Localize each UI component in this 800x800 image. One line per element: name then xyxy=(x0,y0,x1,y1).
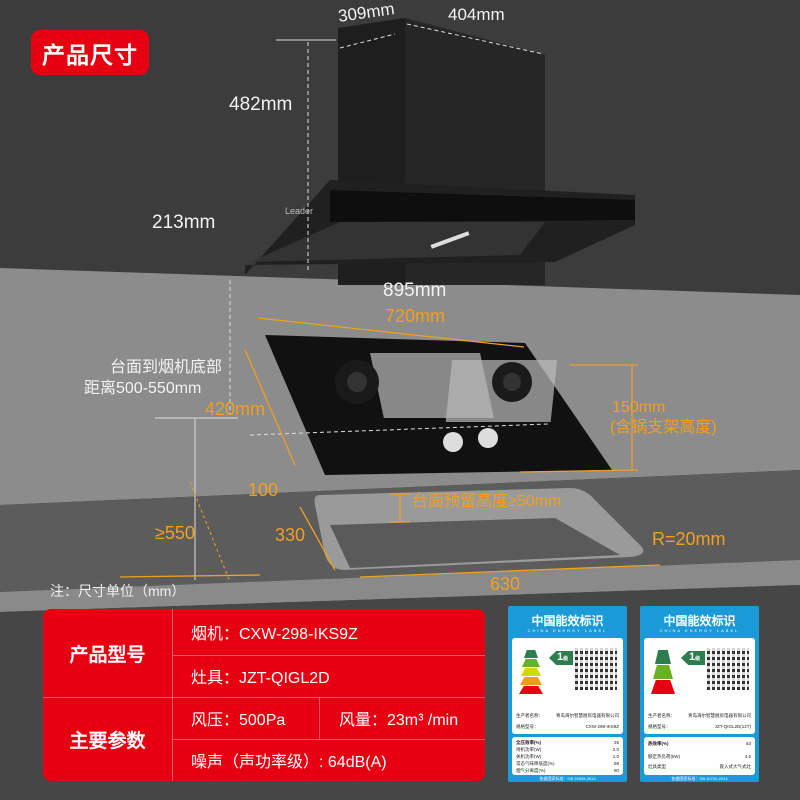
energy-label-title: 中国能效标识 xyxy=(663,614,736,628)
stove-width-label: 720mm xyxy=(385,306,446,326)
energy-label-hood: 中国能效标识 CHINA ENERGY LABEL 1级 生产者名称： 青岛海尔… xyxy=(508,606,627,782)
cutout-depth-label: 330 xyxy=(275,525,306,545)
energy-label-subtitle: CHINA ENERGY LABEL xyxy=(659,628,740,633)
cutout-width-label: 630 xyxy=(490,574,521,594)
qr-code-icon xyxy=(575,648,617,690)
unit-note: 注：尺寸单位（mm） xyxy=(50,583,186,599)
model-heading: 产品型号 xyxy=(69,644,146,666)
counter-to-hood-line2: 距离500-550mm xyxy=(84,380,202,397)
energy-label-stove: 中国能效标识 CHINA ENERGY LABEL 1级 生产者名称： 青岛海尔… xyxy=(640,606,759,782)
spec-table: 产品型号 烟机：CXW-298-IKS9Z 灶具：JZT-QIGL2D 主要参数… xyxy=(43,609,485,781)
energy-grade-badge: 1级 xyxy=(681,651,705,665)
params-heading: 主要参数 xyxy=(69,730,146,752)
stove-height-note: (含锅支架高度) xyxy=(610,419,717,436)
stove-model: 灶具：JZT-QIGL2D xyxy=(191,670,330,687)
hood-body-height-label: 213mm xyxy=(152,212,216,233)
stove-height-label: 150mm xyxy=(612,399,666,416)
noise-level: 噪声（声功率级）: 64dB(A) xyxy=(191,754,387,771)
energy-label-title: 中国能效标识 xyxy=(531,614,604,628)
hood-model: 烟机：CXW-298-IKS9Z xyxy=(191,626,358,643)
counter-depth-label: ≥550 xyxy=(155,523,195,543)
qr-code-icon xyxy=(707,648,749,690)
product-size-badge: 产品尺寸 xyxy=(31,30,149,75)
cutout-edge-label: 100 xyxy=(248,480,279,500)
counter-to-hood-line1: 台面到烟机底部 xyxy=(110,359,223,376)
reserved-height-label: 台面预留高度≥50mm xyxy=(412,493,562,510)
air-flow: 风量：23m³ /min xyxy=(339,712,459,729)
stove-depth-label: 420mm xyxy=(205,399,266,419)
brand-logo: Leader xyxy=(285,206,314,216)
air-pressure: 风压：500Pa xyxy=(191,712,286,729)
energy-label-standard: 依据国家标准：GB 29539-2013 xyxy=(539,776,596,781)
corner-radius-label: R=20mm xyxy=(652,529,726,549)
energy-label-subtitle: CHINA ENERGY LABEL xyxy=(527,628,608,633)
hood-chimney-height-label: 482mm xyxy=(229,94,293,115)
energy-label-standard: 依据国家标准：GB 30720-2014 xyxy=(671,776,728,781)
energy-grade-badge: 1级 xyxy=(549,651,573,665)
hood-width-label: 895mm xyxy=(383,280,447,301)
hood-width-top-label: 404mm xyxy=(448,5,505,24)
